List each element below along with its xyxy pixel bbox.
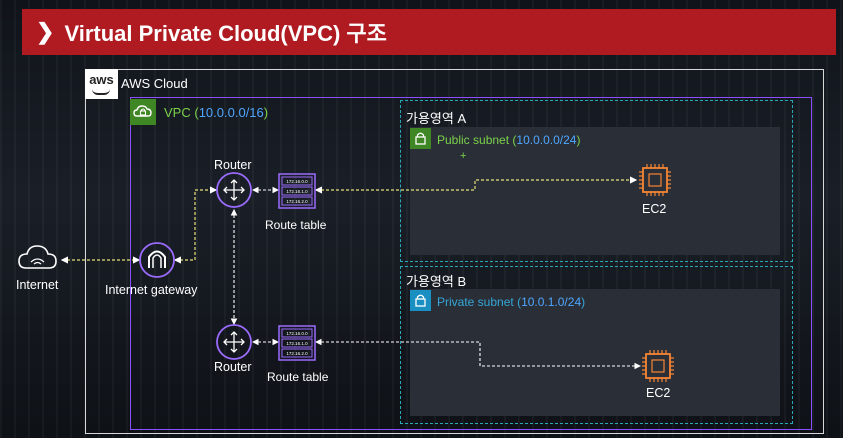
router-bottom-label: Router <box>214 360 252 374</box>
internet-label: Internet <box>16 278 59 292</box>
vpc-label: VPC (10.0.0.0/16) <box>164 105 269 120</box>
route-table-row: 172.16.0.0 <box>286 179 308 184</box>
igw-label: Internet gateway <box>105 283 198 297</box>
route-table-row: 172.16.2.0 <box>286 351 308 356</box>
aws-cloud-label: AWS Cloud <box>121 76 188 91</box>
lock-icon <box>410 128 431 149</box>
router-icon <box>216 172 252 208</box>
route-table-bottom-label: Route table <box>267 370 329 384</box>
private-subnet-label: Private subnet (10.0.1.0/24) <box>437 295 586 309</box>
page-title: Virtual Private Cloud(VPC) 구조 <box>64 21 387 46</box>
az-a-label: 가용영역 A <box>406 111 467 126</box>
vpc-cloud-icon <box>130 99 156 125</box>
aws-cloud-boundary <box>85 69 824 434</box>
router-top-label: Router <box>214 158 252 172</box>
cursor-plus-icon: + <box>460 150 467 162</box>
connector-igw-router <box>173 186 218 264</box>
aws-logo-icon: aws <box>85 69 118 99</box>
route-table-top-label: Route table <box>265 218 327 232</box>
chevron-right-icon: ❯ <box>36 19 55 44</box>
ec2-chip-icon <box>642 350 674 382</box>
ec2-b-label: EC2 <box>646 386 671 400</box>
internet-cloud-icon <box>18 245 57 269</box>
internet-gateway-icon <box>139 242 175 278</box>
title-banner: ❯ Virtual Private Cloud(VPC) 구조 <box>22 9 836 55</box>
vpc-cidr: 10.0.0.0/16 <box>198 105 264 120</box>
route-table-icon: 172.16.0.0 172.16.1.0 172.16.2.0 <box>278 325 316 361</box>
route-table-icon: 172.16.0.0 172.16.1.0 172.16.2.0 <box>278 173 316 209</box>
connector-routetable-ec2-a <box>314 176 638 194</box>
route-table-row: 172.16.1.0 <box>286 341 308 346</box>
router-icon <box>216 324 252 360</box>
connector-routetable-ec2-b <box>314 338 642 370</box>
az-b-label: 가용영역 B <box>406 274 467 289</box>
lock-icon <box>410 290 431 311</box>
route-table-row: 172.16.2.0 <box>286 199 308 204</box>
route-table-row: 172.16.0.0 <box>286 331 308 336</box>
public-subnet-label: Public subnet (10.0.0.0/24) <box>437 133 581 147</box>
route-table-row: 172.16.1.0 <box>286 189 308 194</box>
ec2-a-label: EC2 <box>642 202 667 216</box>
ec2-chip-icon <box>639 164 671 196</box>
